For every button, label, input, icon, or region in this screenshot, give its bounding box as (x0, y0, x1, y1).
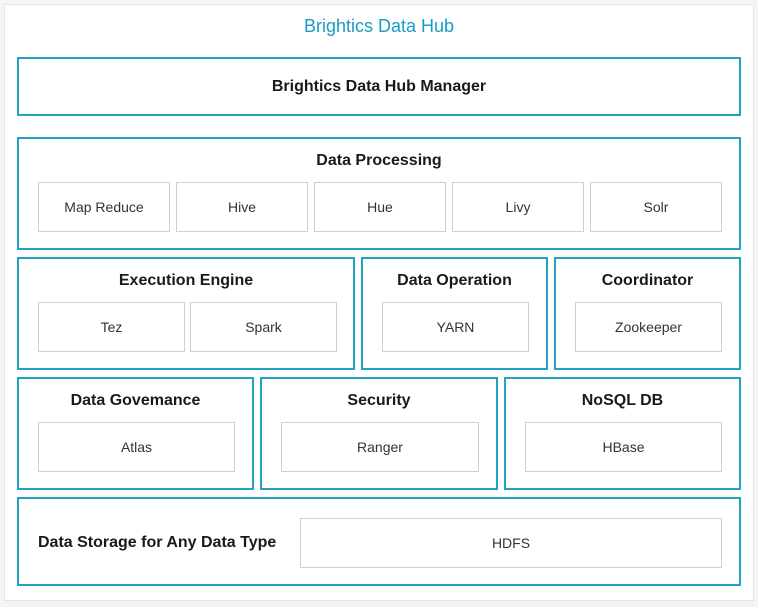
component-tez: Tez (38, 302, 185, 352)
manager-label: Brightics Data Hub Manager (271, 78, 487, 95)
execution-engine-box: Execution Engine Tez Spark (17, 257, 355, 370)
data-governance-box: Data Govemance Atlas (17, 377, 254, 490)
component-ranger: Ranger (281, 422, 479, 472)
data-operation-box: Data Operation YARN (361, 257, 548, 370)
component-yarn: YARN (382, 302, 529, 352)
data-storage-box: Data Storage for Any Data Type HDFS (17, 497, 741, 586)
data-operation-title: Data Operation (397, 272, 512, 289)
execution-engine-title: Execution Engine (118, 272, 254, 289)
diagram-title: Brightics Data Hub (303, 16, 455, 36)
component-hbase: HBase (525, 422, 722, 472)
coordinator-box: Coordinator Zookeeper (554, 257, 741, 370)
component-hdfs: HDFS (300, 518, 722, 568)
component-spark: Spark (190, 302, 337, 352)
component-solr: Solr (590, 182, 722, 232)
data-processing-title: Data Processing (316, 152, 442, 169)
manager-box: Brightics Data Hub Manager (17, 57, 741, 116)
component-map-reduce: Map Reduce (38, 182, 170, 232)
component-hue: Hue (314, 182, 446, 232)
component-livy: Livy (452, 182, 584, 232)
component-atlas: Atlas (38, 422, 235, 472)
data-storage-title: Data Storage for Any Data Type (38, 534, 277, 551)
data-processing-box: Data Processing Map Reduce Hive Hue Livy… (17, 137, 741, 250)
component-hive: Hive (176, 182, 308, 232)
coordinator-title: Coordinator (601, 272, 694, 289)
nosql-db-title: NoSQL DB (581, 392, 664, 409)
nosql-db-box: NoSQL DB HBase (504, 377, 741, 490)
security-title: Security (347, 392, 411, 409)
data-governance-title: Data Govemance (70, 392, 201, 409)
component-zookeeper: Zookeeper (575, 302, 722, 352)
security-box: Security Ranger (260, 377, 498, 490)
